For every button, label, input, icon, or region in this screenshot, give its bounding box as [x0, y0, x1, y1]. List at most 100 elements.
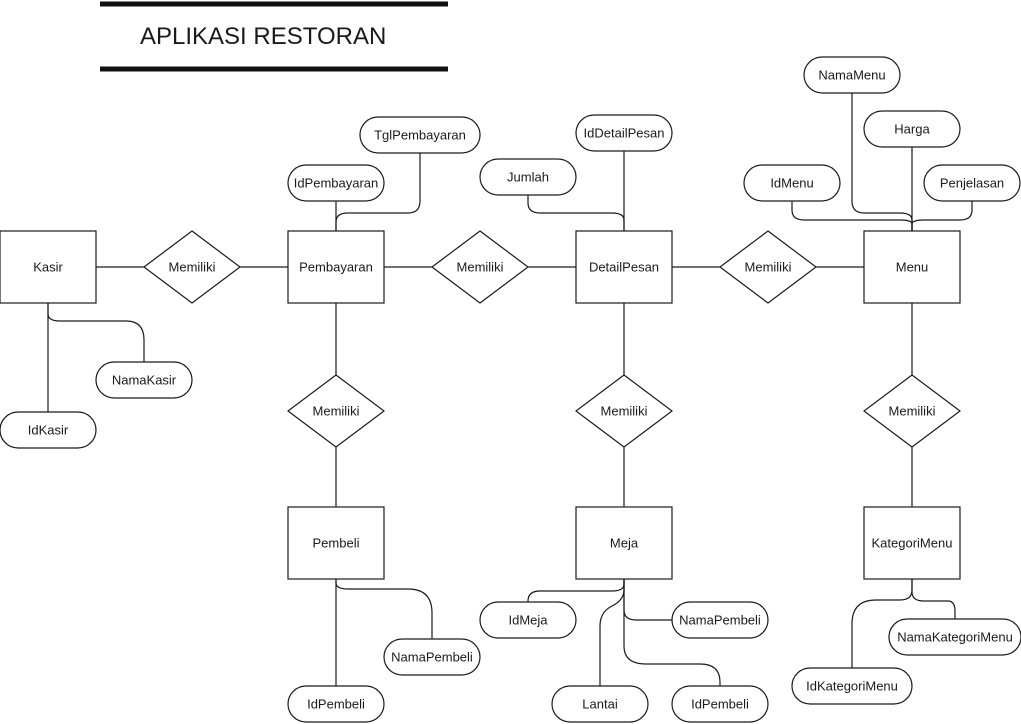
relationship-diamond — [287, 374, 385, 448]
attribute-iddetailpesan[interactable]: IdDetailPesan — [575, 114, 673, 152]
entity-box — [287, 506, 385, 580]
entity-label: Kasir — [33, 260, 63, 275]
entity-kasir[interactable]: Kasir — [0, 230, 97, 304]
connector-idmeja — [527, 579, 625, 602]
relationship-diamond — [431, 230, 529, 304]
attribute-pill — [479, 158, 577, 196]
attribute-tglpembayaran[interactable]: TglPembayaran — [359, 116, 481, 154]
entity-box — [863, 230, 961, 304]
entity-meja[interactable]: Meja — [575, 506, 673, 580]
entity-label: DetailPesan — [589, 260, 659, 275]
entity-label: Meja — [610, 536, 639, 551]
connector-namapembeli-meja — [623, 579, 672, 621]
entity-label: KategoriMenu — [872, 536, 953, 551]
relationship-detailpesan-meja[interactable]: Memiliki — [575, 374, 673, 448]
attribute-idpembeli-pembeli[interactable]: IdPembeli — [287, 685, 385, 723]
attribute-namakategorimenu[interactable]: NamaKategoriMenu — [888, 618, 1021, 656]
connector-namapembeli-pembeli — [335, 579, 433, 639]
attribute-idkategorimenu[interactable]: IdKategoriMenu — [791, 667, 913, 705]
entity-box — [575, 230, 673, 304]
entity-detailpesan[interactable]: DetailPesan — [575, 230, 673, 304]
diagram-header: APLIKASI RESTORAN — [100, 1, 448, 72]
attribute-idkasir[interactable]: IdKasir — [0, 411, 97, 449]
relationship-diamond — [719, 230, 817, 304]
attribute-jumlah[interactable]: Jumlah — [479, 158, 577, 196]
relationship-diamond — [575, 374, 673, 448]
relationship-pembayaran-pembeli[interactable]: Memiliki — [287, 374, 385, 448]
attribute-idmeja[interactable]: IdMeja — [479, 601, 577, 639]
attribute-penjelasan[interactable]: Penjelasan — [923, 164, 1021, 202]
entity-kategorimenu[interactable]: KategoriMenu — [863, 506, 961, 580]
entity-menu[interactable]: Menu — [863, 230, 961, 304]
attribute-pill — [863, 110, 961, 148]
attribute-label: NamaPembeli — [679, 613, 761, 628]
connector-tglpembayaran — [335, 153, 421, 231]
connector-idkategorimenu — [851, 579, 913, 668]
attribute-namakasir[interactable]: NamaKasir — [95, 361, 193, 399]
entity-label: Pembayaran — [299, 260, 373, 275]
attribute-lantai[interactable]: Lantai — [551, 685, 649, 723]
attribute-label: IdKategoriMenu — [806, 679, 898, 694]
attribute-namapembeli-pembeli[interactable]: NamaPembeli — [383, 638, 481, 676]
relationship-label: Memiliki — [889, 404, 936, 419]
attribute-pill — [791, 667, 913, 705]
attribute-pill — [287, 164, 385, 202]
attribute-label: IdPembeli — [307, 697, 365, 712]
entity-box — [287, 230, 385, 304]
entity-box — [0, 230, 97, 304]
attribute-label: Harga — [894, 122, 930, 137]
attribute-label: IdKasir — [28, 423, 69, 438]
attribute-label: IdMenu — [770, 176, 813, 191]
relationship-diamond — [863, 374, 961, 448]
attribute-pill — [671, 601, 769, 639]
attribute-label: NamaKasir — [112, 373, 177, 388]
attribute-label: IdMeja — [508, 613, 548, 628]
relationship-diamond — [143, 230, 241, 304]
attribute-idpembayaran[interactable]: IdPembayaran — [287, 164, 385, 202]
relationship-detailpesan-menu[interactable]: Memiliki — [719, 230, 817, 304]
attribute-label: TglPembayaran — [374, 128, 466, 143]
attribute-pill — [743, 164, 841, 202]
attribute-label: IdPembeli — [691, 697, 749, 712]
attribute-pill — [923, 164, 1021, 202]
attribute-pill — [803, 56, 901, 94]
entity-box — [863, 506, 961, 580]
attribute-idpembeli-meja[interactable]: IdPembeli — [671, 685, 769, 723]
attribute-namamenu[interactable]: NamaMenu — [803, 56, 901, 94]
connectors — [47, 93, 973, 686]
attribute-label: Penjelasan — [940, 176, 1004, 191]
attribute-harga[interactable]: Harga — [863, 110, 961, 148]
attribute-idmenu[interactable]: IdMenu — [743, 164, 841, 202]
attribute-pill — [383, 638, 481, 676]
attribute-label: IdDetailPesan — [584, 126, 665, 141]
relationship-menu-kategorimenu[interactable]: Memiliki — [863, 374, 961, 448]
attribute-pill — [287, 685, 385, 723]
connector-namamenu — [851, 93, 913, 231]
attribute-pill — [551, 685, 649, 723]
attribute-pill — [479, 601, 577, 639]
entity-label: Pembeli — [313, 536, 360, 551]
relationship-label: Memiliki — [457, 260, 504, 275]
relationship-kasir-pembayaran[interactable]: Memiliki — [143, 230, 241, 304]
entity-label: Menu — [896, 260, 929, 275]
connector-penjelasan — [911, 201, 973, 231]
attribute-namapembeli-meja[interactable]: NamaPembeli — [671, 601, 769, 639]
entity-box — [575, 506, 673, 580]
attribute-label: IdPembayaran — [294, 176, 379, 191]
attribute-pill — [95, 361, 193, 399]
entity-pembayaran[interactable]: Pembayaran — [287, 230, 385, 304]
connector-idpembeli-meja — [623, 579, 721, 686]
relationship-label: Memiliki — [601, 404, 648, 419]
attribute-pill — [0, 411, 97, 449]
attribute-pill — [671, 685, 769, 723]
relationship-label: Memiliki — [745, 260, 792, 275]
connector-lantai — [599, 579, 625, 686]
attribute-label: NamaKategoriMenu — [897, 630, 1013, 645]
attribute-label: Lantai — [582, 697, 618, 712]
attribute-label: NamaMenu — [818, 68, 885, 83]
relationship-pembayaran-detailpesan[interactable]: Memiliki — [431, 230, 529, 304]
relationship-label: Memiliki — [169, 260, 216, 275]
entity-pembeli[interactable]: Pembeli — [287, 506, 385, 580]
connector-namakasir — [47, 303, 145, 362]
